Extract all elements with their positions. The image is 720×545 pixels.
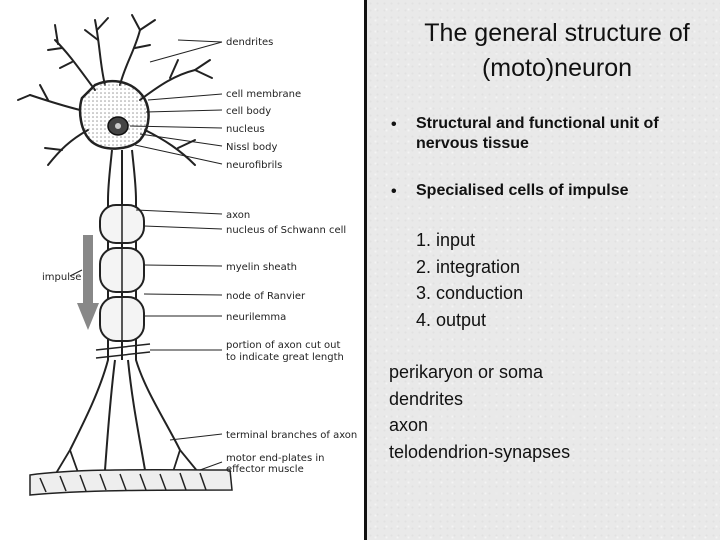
slide-title-line2: (moto)neuron bbox=[481, 54, 633, 82]
label-myelin-sheath: myelin sheath bbox=[226, 262, 297, 273]
bullet-item: Specialised cells of impulse bbox=[416, 182, 629, 199]
bullet-marker: • bbox=[391, 116, 397, 133]
function-list-item: 2. integration bbox=[416, 257, 521, 277]
neuron-diagram: dendrites cell membrane cell body nucleu… bbox=[17, 14, 357, 496]
dendrites-drawing bbox=[17, 14, 213, 166]
label-motor-end-plates-line1: motor end-plates in bbox=[226, 453, 324, 464]
function-list-item: 3. conduction bbox=[416, 283, 524, 303]
label-schwann-nucleus: nucleus of Schwann cell bbox=[226, 225, 346, 236]
neuron-part-item: dendrites bbox=[389, 389, 464, 409]
label-cell-membrane: cell membrane bbox=[226, 89, 301, 100]
label-dendrites: dendrites bbox=[226, 37, 273, 48]
label-axon: axon bbox=[226, 210, 250, 221]
label-motor-end-plates-line2: effector muscle bbox=[226, 464, 304, 475]
label-node-of-ranvier: node of Ranvier bbox=[226, 291, 306, 302]
leader-lines bbox=[69, 39, 223, 471]
label-axon-cut-line1: portion of axon cut out bbox=[226, 340, 340, 351]
neuron-diagram-panel: dendrites cell membrane cell body nucleu… bbox=[17, 14, 358, 496]
neuron-part-item: perikaryon or soma bbox=[389, 362, 544, 382]
bullet-item: Structural and functional unit of nervou… bbox=[416, 115, 659, 152]
function-list-item: 4. output bbox=[416, 310, 487, 330]
label-cell-body: cell body bbox=[226, 106, 271, 117]
effector-muscle-drawing bbox=[29, 468, 233, 496]
function-list-item: 1. input bbox=[416, 230, 476, 250]
impulse-arrow bbox=[77, 235, 99, 330]
neuron-part-item: telodendrion-synapses bbox=[389, 442, 571, 462]
panel-divider bbox=[364, 0, 367, 540]
text-panel: The general structure of (moto)neuron • … bbox=[367, 0, 720, 540]
neuron-part-item: axon bbox=[389, 415, 429, 435]
label-nissl-body: Nissl body bbox=[226, 142, 277, 153]
label-neurofibrils: neurofibrils bbox=[226, 160, 282, 171]
label-axon-cut-line2: to indicate great length bbox=[226, 352, 344, 363]
cell-body-shape bbox=[78, 79, 150, 150]
slide-title-line1: The general structure of bbox=[424, 19, 690, 47]
label-nucleus: nucleus bbox=[226, 124, 265, 135]
label-impulse: impulse bbox=[42, 272, 81, 283]
label-terminal-branches: terminal branches of axon bbox=[226, 430, 357, 441]
bullet-marker: • bbox=[391, 183, 397, 200]
label-neurilemma: neurilemma bbox=[226, 312, 286, 323]
